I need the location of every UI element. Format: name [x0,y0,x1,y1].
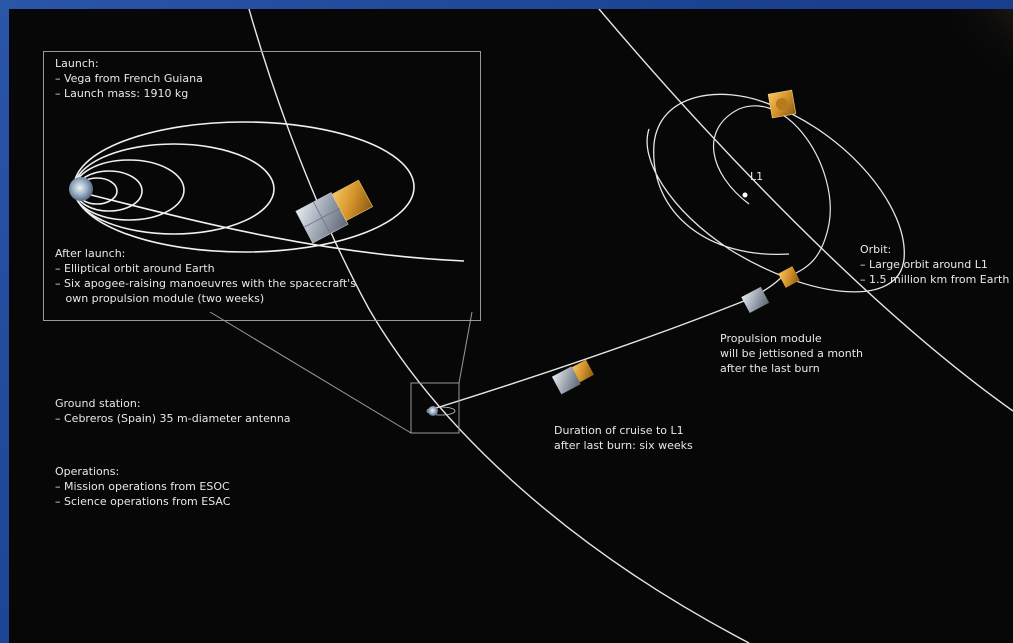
propulsion-line: Propulsion module [720,332,822,345]
transfer-trajectory [432,270,788,410]
l1-orbit-loop-inner [712,105,831,280]
operations-item: – Mission operations from ESOC [55,480,230,493]
launch-item: – Launch mass: 1910 kg [55,87,189,100]
sun-glow [893,9,1013,129]
earth [69,177,93,201]
orbit-heading: Orbit: [860,243,892,256]
l1-label: L1 [750,170,764,183]
operations-item: – Science operations from ESAC [55,495,231,508]
tiny-orbits [426,406,456,416]
cruise-line: Duration of cruise to L1 [554,424,684,437]
space-background: Launch: – Vega from French Guiana – Laun… [9,9,1013,643]
outer-orbit-arc [598,9,1013,412]
earth-zoom-box [410,382,460,434]
launch-heading: Launch: [55,57,99,70]
operations-heading: Operations: [55,465,120,478]
ground-station-heading: Ground station: [55,397,141,410]
after-launch-item: – Elliptical orbit around Earth [55,262,215,275]
orbit-item: – 1.5 million km from Earth [860,273,1010,286]
launch-info: Launch: – Vega from French Guiana – Laun… [55,56,203,101]
l1-point [742,192,748,198]
spacecraft-large [295,179,374,244]
zoom-connector-right [458,311,473,384]
launch-item: – Vega from French Guiana [55,72,203,85]
cruise-info: Duration of cruise to L1 after last burn… [554,423,693,453]
propulsion-module [741,286,770,314]
orbit-info: Orbit: – Large orbit around L1 – 1.5 mil… [860,242,1009,287]
after-launch-info: After launch: – Elliptical orbit around … [55,246,356,306]
propulsion-info: Propulsion module will be jettisoned a m… [720,331,863,376]
spacecraft-separated [778,266,800,288]
ground-station-info: Ground station: – Cebreros (Spain) 35 m-… [55,396,291,426]
small-earth [428,406,438,416]
operations-info: Operations: – Mission operations from ES… [55,464,230,509]
spacecraft-l1 [767,89,797,119]
after-launch-heading: After launch: [55,247,126,260]
earth-orbit-arc [248,9,750,643]
ground-station-item: – Cebreros (Spain) 35 m-diameter antenna [55,412,291,425]
zoom-connector-left [209,311,412,434]
spacecraft-cruise [551,359,594,395]
propulsion-line: after the last burn [720,362,820,375]
launch-inset [43,51,481,321]
cruise-line: after last burn: six weeks [554,439,693,452]
l1-orbit-loop-outer [646,93,905,293]
propulsion-line: will be jettisoned a month [720,347,864,360]
orbit-item: – Large orbit around L1 [860,258,988,271]
after-launch-item: own propulsion module (two weeks) [55,292,265,305]
after-launch-item: – Six apogee-raising manoeuvres with the… [55,277,356,290]
mission-diagram [69,9,1013,643]
